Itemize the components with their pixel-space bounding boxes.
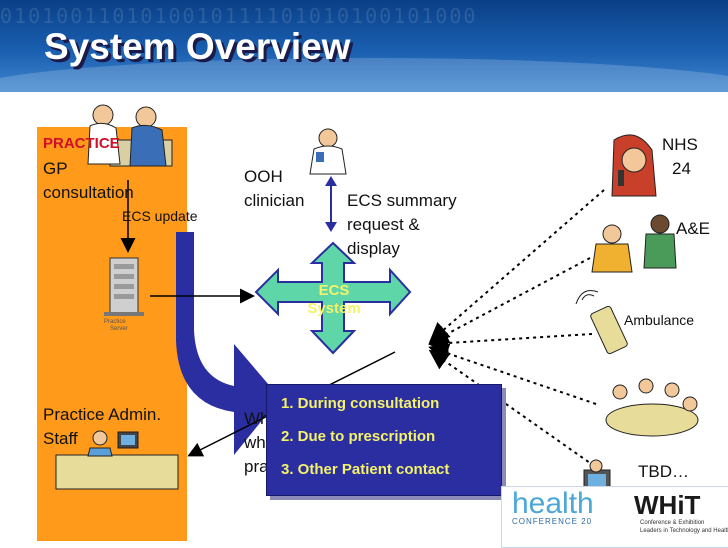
ecs-summary-label-1: ECS summary [347,191,457,210]
slide-header: 0101001101010010111101010100101000 [0,0,728,92]
service-connector-arrows [428,189,605,471]
nhs24-label-1: NHS [662,135,698,154]
practice-server-icon [104,257,144,316]
admin-label-2: Staff [43,429,78,448]
ecs-summary-double-arrow [325,176,337,232]
slide-title: System Overview [44,26,351,67]
admin-staff-icon [55,430,179,490]
gp-consultation-icon [87,104,173,167]
admin-label-1: Practice Admin. [43,405,162,424]
ooh-label-1: OOH [244,167,283,186]
ecs-update-label: ECS update [122,208,198,224]
server-label-1: Practice [104,319,126,325]
whit-subtitle-2: Leaders in Technology and Healthcare [640,528,728,534]
meeting-group-icon [605,378,699,437]
tbd-label: TBD… [638,462,689,481]
consultation-label: consultation [43,183,134,202]
ae-label: A&E [676,219,711,238]
reasons-box: 1. During consultation 2. Due to prescri… [266,384,502,496]
whit-wordmark: WHiT [634,490,701,520]
health-wordmark: health [512,487,594,520]
ambulance-phone-icon [575,290,628,355]
ecs-system-label-1: ECS [318,282,350,299]
nhs24-operator-icon [611,134,657,197]
reason-item: 1. During consultation [281,395,440,412]
conference-logo: health CONFERENCE 20 WHiT Conference & E… [501,486,728,548]
whit-subtitle-1: Conference & Exhibition [640,520,705,526]
ecs-system-label: ECS System [299,282,369,318]
reason-item: 3. Other Patient contact [281,461,450,478]
ecs-summary-label-2: request & [347,215,420,234]
ae-scene-icon [591,214,677,273]
conference-text: CONFERENCE 20 [512,517,593,526]
practice-label: PRACTICE [43,135,120,152]
reason-item: 2. Due to prescription [281,428,436,445]
ooh-clinician-icon [309,128,347,175]
ecs-summary-label-3: display [347,239,400,258]
ecs-system-node [254,241,412,355]
nhs24-label-2: 24 [672,159,691,178]
server-label-2: Server [110,326,128,332]
ooh-label-2: clinician [244,191,305,210]
ambulance-label: Ambulance [624,312,695,328]
header-digits: 0101001101010010111101010100101000 [0,4,478,28]
gp-label: GP [43,159,68,178]
ecs-system-label-2: System [307,300,361,317]
ecs-update-flow-arrow [176,232,280,455]
